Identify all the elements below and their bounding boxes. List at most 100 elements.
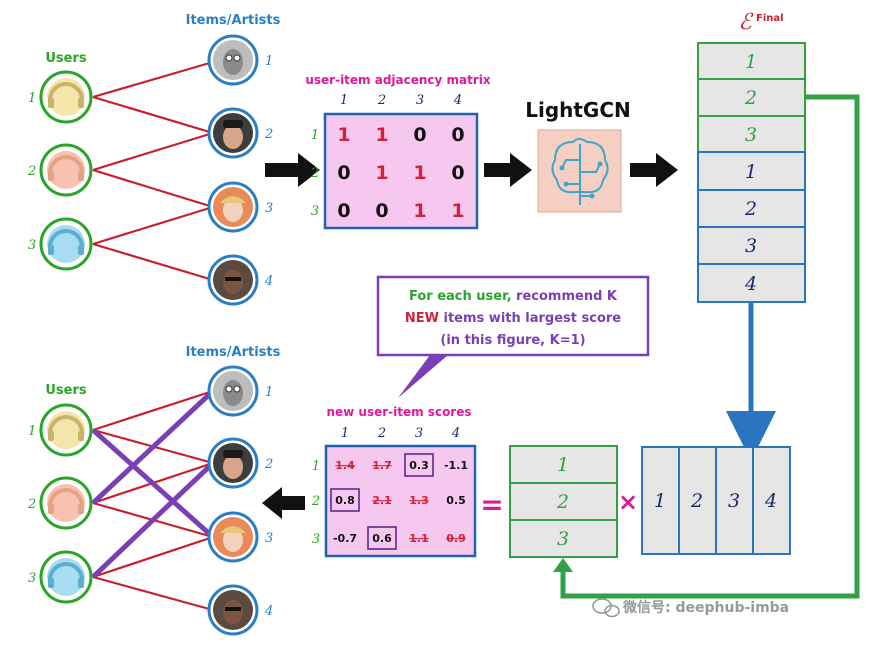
score-col-header-3: 3: [415, 426, 423, 441]
adj-col-header-4: 4: [453, 93, 462, 108]
score-cell-1-2: 1.7: [372, 459, 392, 472]
bottom-item-emb-4: 4: [764, 490, 777, 512]
lightgcn-label: LightGCN: [525, 98, 631, 122]
score-row-header-2: 2: [311, 494, 320, 509]
adj-cell-1-2: 1: [375, 124, 388, 146]
recommendation-note: [376, 275, 650, 357]
adj-cell-2-3: 1: [413, 162, 426, 184]
score-cell-2-1: 0.8: [335, 494, 355, 507]
top-item-id-4: 4: [264, 274, 273, 289]
bottom-item-id-1: 1: [265, 385, 273, 400]
adj-cell-3-4: 1: [451, 200, 464, 222]
adj-cell-2-1: 0: [337, 162, 350, 184]
top-user-2: [39, 143, 93, 197]
top-item-3: [207, 181, 259, 233]
top-item-id-3: 3: [265, 201, 273, 216]
bottom-user-1: [39, 403, 93, 457]
emb-item-label-1: 1: [745, 161, 757, 183]
score-row-header-3: 3: [312, 532, 320, 547]
score-cell-1-4: -1.1: [444, 459, 468, 472]
emb-item-label-2: 2: [744, 198, 757, 220]
score-cell-2-2: 2.1: [372, 494, 392, 507]
selected-score-2: [330, 488, 360, 512]
selected-score-1: [404, 453, 434, 477]
top-item-id-2: 2: [264, 127, 273, 142]
bottom-item-emb-3: 3: [728, 490, 740, 512]
note-line-2a: NEW: [405, 311, 439, 326]
user-embedding-arrowhead: [553, 558, 573, 572]
top-user-1: [39, 70, 93, 124]
arrow-graph-to-matrix: [265, 153, 320, 187]
bottom-items-label: Items/Artists: [186, 345, 281, 360]
score-matrix: [324, 444, 477, 558]
adj-cell-1-4: 0: [451, 124, 464, 146]
bottom-users-label: Users: [45, 383, 87, 398]
adjacency-matrix-title: user-item adjacency matrix: [305, 73, 491, 87]
times-sign: ×: [618, 488, 638, 516]
bottom-item-id-4: 4: [264, 604, 273, 619]
recommendation-edges: [91, 389, 215, 579]
bottom-user-emb-3: 3: [557, 528, 569, 550]
bottom-item-1: [207, 365, 259, 417]
wechat-icon: [592, 598, 620, 618]
note-line-3: (in this figure, K=1): [440, 333, 585, 348]
top-user-id-3: 3: [28, 238, 36, 253]
bottom-user-id-3: 3: [28, 571, 36, 586]
user-embedding-connector: [560, 94, 860, 599]
note-line-1b: recommend K: [512, 289, 618, 304]
adj-cell-3-1: 0: [337, 200, 350, 222]
adj-cell-3-2: 0: [375, 200, 388, 222]
score-matrix-cells: 1.4 1.7 0.3 -1.1 0.8 2.1 1.3 0.5 -0.7 0.…: [333, 459, 468, 545]
note-line-2b: items with largest score: [439, 311, 621, 326]
adj-cell-2-4: 0: [451, 162, 464, 184]
selected-score-3: [367, 526, 397, 550]
note-line-1a: For each user,: [409, 289, 512, 304]
adj-cell-2-2: 1: [375, 162, 388, 184]
note-line-2: NEW items with largest score: [405, 311, 621, 326]
bottom-item-id-3: 3: [265, 531, 273, 546]
adj-cell-1-3: 0: [413, 124, 426, 146]
bottom-user-2: [39, 476, 93, 530]
top-items-label: Items/Artists: [186, 13, 281, 28]
score-cell-2-4: 0.5: [446, 494, 466, 507]
top-user-id-2: 2: [27, 164, 36, 179]
adj-col-header-1: 1: [340, 93, 348, 108]
bottom-user-emb-1: 1: [557, 454, 569, 476]
bottom-user-3: [39, 550, 93, 604]
embedding-title-sup: Final: [756, 13, 784, 24]
emb-user-label-3: 3: [745, 124, 757, 146]
bottom-item-embedding: [641, 446, 791, 555]
top-item-id-1: 1: [265, 54, 273, 69]
top-item-2: [207, 107, 259, 159]
brain-circuit-icon: [537, 129, 622, 213]
adj-row-header-3: 3: [311, 204, 319, 219]
scores-title: new user-item scores: [326, 405, 471, 419]
bottom-user-embedding: [509, 445, 618, 558]
wechat-watermark: 微信号: deephub-imba: [592, 598, 789, 618]
score-cell-3-4: 0.9: [446, 532, 466, 545]
equals-sign: =: [480, 488, 503, 521]
score-col-headers: 1 2 3 4: [341, 426, 460, 441]
score-cell-3-2: 0.6: [372, 532, 392, 545]
arrow-scores-to-graph: [262, 487, 305, 519]
bottom-item-emb-2: 2: [690, 490, 703, 512]
top-edges: [92, 60, 214, 282]
top-item-1: [207, 34, 259, 86]
bottom-item-3: [207, 511, 259, 563]
top-item-4: [207, 254, 259, 306]
embedding-item-rows: [697, 151, 806, 303]
score-col-header-1: 1: [341, 426, 349, 441]
emb-item-label-4: 4: [744, 273, 757, 295]
top-user-id-1: 1: [28, 91, 36, 106]
emb-user-label-1: 1: [745, 51, 757, 73]
score-cell-2-3: 1.3: [409, 494, 429, 507]
score-col-header-4: 4: [451, 426, 460, 441]
bottom-item-emb-1: 1: [654, 490, 666, 512]
arrow-matrix-to-model: [484, 153, 532, 187]
adj-row-header-1: 1: [311, 128, 319, 143]
note-line-1: For each user, recommend K: [409, 289, 618, 304]
embedding-title-symbol: ℰ: [738, 10, 754, 35]
score-cell-1-3: 0.3: [409, 459, 429, 472]
bottom-item-id-2: 2: [264, 457, 273, 472]
adjacency-col-headers: 1 2 3 4: [340, 93, 462, 108]
